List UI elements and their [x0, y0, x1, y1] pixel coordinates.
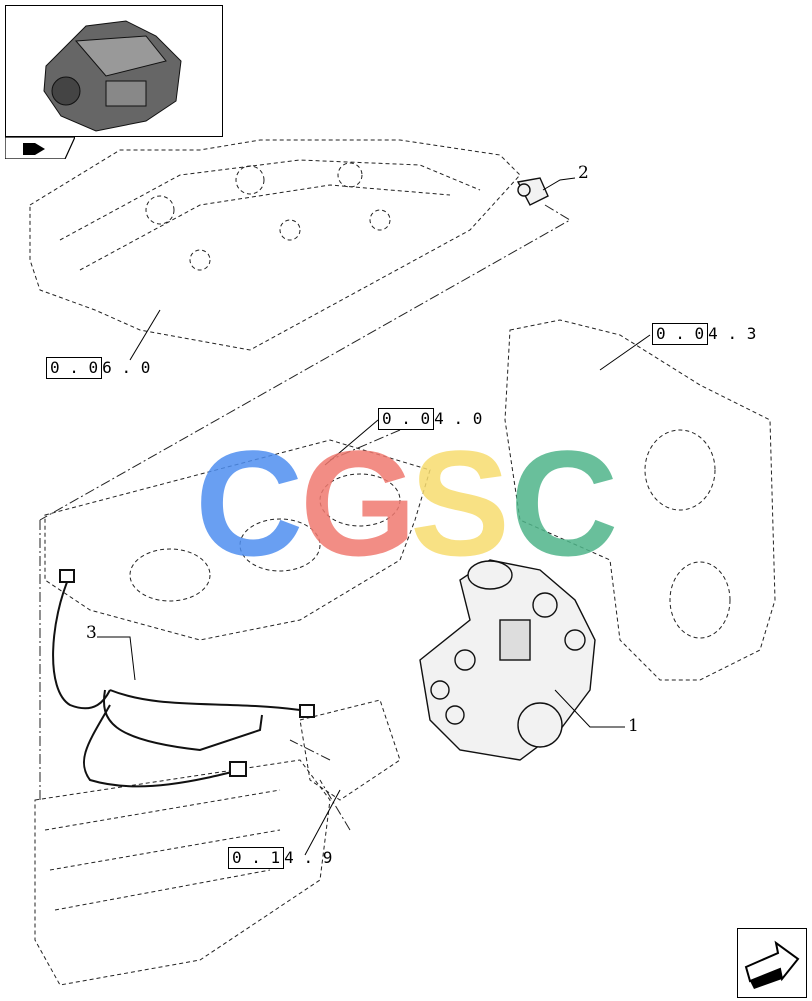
watermark-letter-3: S: [410, 419, 510, 587]
callout-part3: 3: [86, 623, 97, 643]
book-arrow-icon: [4, 136, 76, 160]
engine-thumbnail-icon: [43, 20, 182, 132]
leader-ref014: [304, 789, 341, 856]
engine-block-outline: [34, 759, 331, 986]
leader-ref006: [129, 309, 161, 361]
leader-part1: [554, 689, 625, 728]
wiring-harness-drawing: [52, 569, 315, 788]
ref-040-boxed: 0 . 0: [378, 408, 435, 430]
next-page-button[interactable]: [737, 928, 807, 998]
ref-014-rest: 4 . 9: [284, 848, 333, 867]
engine-thumbnail-frame[interactable]: [5, 5, 223, 137]
callout-part2: 2: [578, 163, 589, 183]
head-gasket-outline: [44, 439, 431, 641]
watermark-letter-4: C: [510, 419, 618, 587]
ref-006-boxed: 0 . 0: [46, 357, 103, 379]
leader-ref040: [324, 419, 379, 466]
sensor-drawing: [516, 177, 549, 206]
leader-ref043: [599, 334, 651, 371]
cgsc-watermark: C G S C: [195, 419, 618, 587]
next-page-arrow-icon: [744, 940, 800, 989]
injection-pump-drawing: [419, 559, 596, 761]
ref-043-rest: 4 . 3: [708, 324, 757, 343]
watermark-letter-1: C: [195, 419, 303, 587]
callout-part1: 1: [628, 716, 639, 736]
book-arrow-tab[interactable]: [4, 136, 76, 160]
cylinder-head-outline: [29, 139, 521, 351]
leader-part2: [542, 177, 576, 191]
ref-040-rest: 4 . 0: [434, 409, 483, 428]
leader-part3: [97, 636, 136, 681]
ref-043-boxed: 0 . 0: [652, 323, 709, 345]
ref-014-boxed: 0 . 1: [228, 847, 285, 869]
watermark-letter-2: G: [300, 419, 417, 587]
gear-housing-outline: [504, 319, 776, 681]
ref-006-rest: 6 . 0: [102, 358, 151, 377]
